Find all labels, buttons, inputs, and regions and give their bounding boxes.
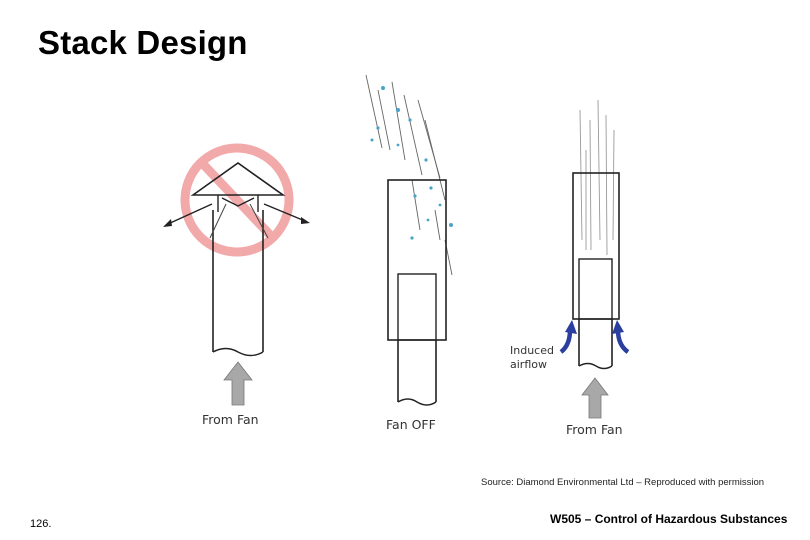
rain-drops: [370, 86, 453, 240]
rain-cap-stack-figure: From Fan: [163, 143, 310, 427]
fan-off-label: Fan OFF: [386, 417, 436, 432]
page-title: Stack Design: [38, 24, 248, 61]
from-fan-label-left: From Fan: [202, 412, 259, 427]
induced-airflow-stack-figure: Induced airflow From Fan: [510, 99, 630, 437]
rain-streaks: [365, 74, 453, 276]
induced-label-line1: Induced: [510, 344, 554, 357]
fan-airflow-arrow-right-icon: [581, 377, 609, 419]
induced-airflow-arrow-left-icon: [559, 320, 577, 354]
induced-airflow-arrow-right-icon: [612, 320, 630, 354]
page-number: 126.: [30, 518, 52, 530]
course-footer: W505 – Control of Hazardous Substances: [550, 512, 788, 526]
induced-label-line2: airflow: [510, 358, 547, 371]
fan-off-stack-figure: Fan OFF: [365, 74, 453, 432]
exhaust-streaks: [579, 99, 615, 256]
fan-airflow-arrow-icon: [223, 361, 253, 406]
source-attribution: Source: Diamond Environmental Ltd – Repr…: [481, 477, 765, 488]
from-fan-label-right: From Fan: [566, 422, 623, 437]
